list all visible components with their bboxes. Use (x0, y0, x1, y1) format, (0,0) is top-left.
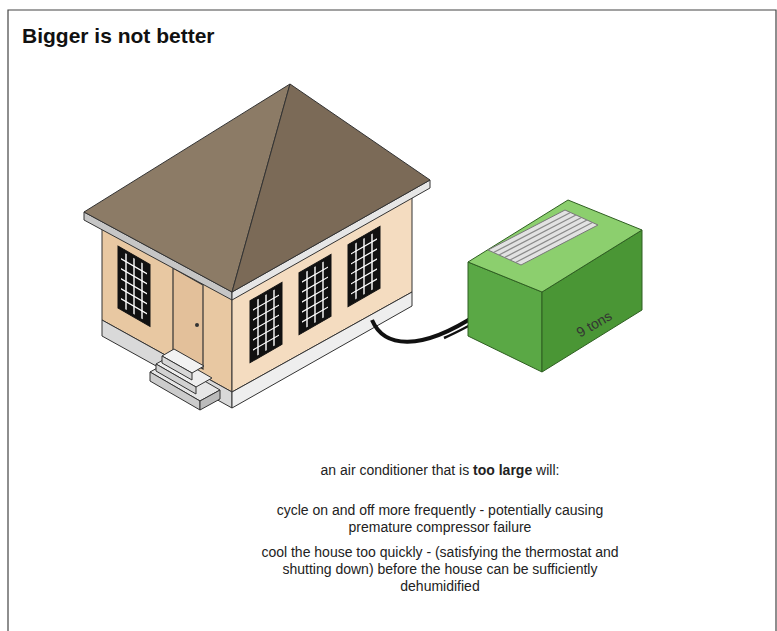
unit-outline (466, 196, 646, 378)
window (118, 246, 150, 326)
steps (150, 349, 220, 410)
window (299, 254, 331, 334)
note-text: cool the house too quickly - (satisfying… (244, 544, 636, 595)
emphasis-text: too large (473, 462, 532, 479)
window (250, 282, 282, 362)
intro-line: an air conditioner that istoo largewill: (244, 462, 636, 479)
frame-border (8, 10, 776, 631)
roof (232, 84, 430, 292)
intro-text: an air conditioner that is (321, 462, 470, 479)
refrigerant-line (372, 314, 478, 342)
air-conditioner-unit: 9 tons (466, 196, 646, 378)
door-knob (195, 323, 199, 327)
diagram-title: Bigger is not better (22, 24, 215, 48)
window (348, 226, 380, 306)
note-text: cycle on and off more frequently - poten… (244, 502, 636, 536)
intro-text: will: (536, 462, 559, 479)
